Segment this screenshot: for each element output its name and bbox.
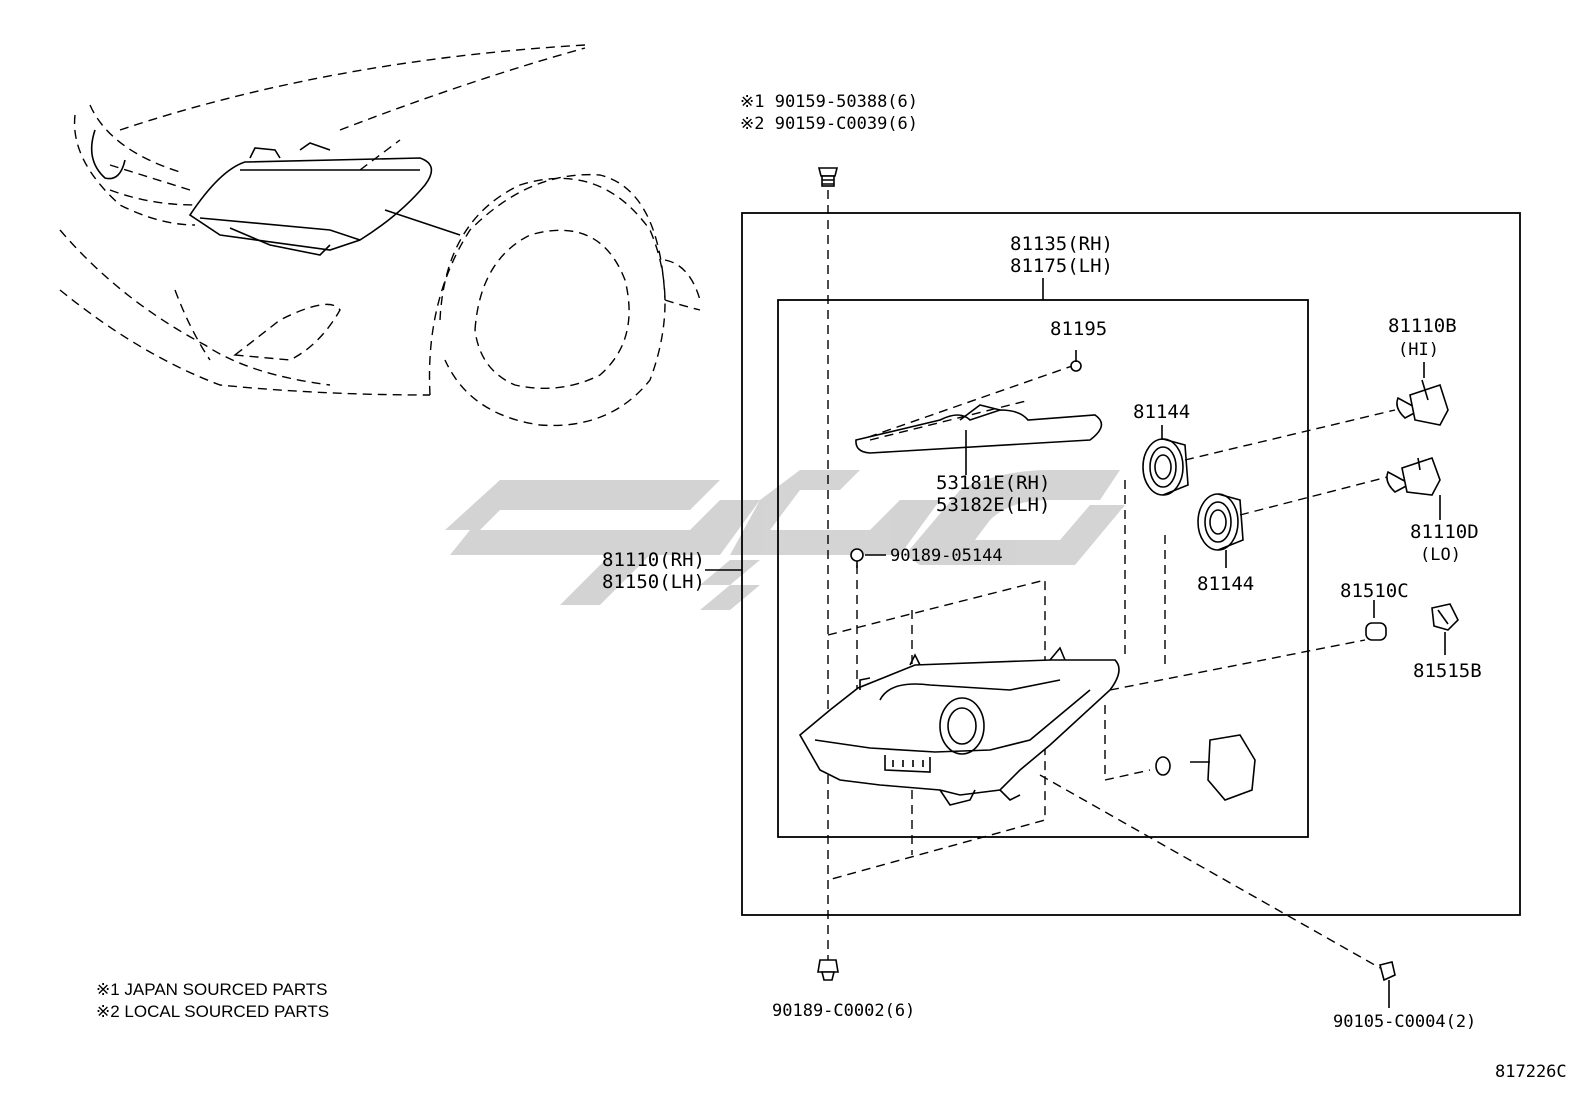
bulb-small-part [1365, 622, 1387, 641]
bolt-right-label: 90105-C0004(2) [1333, 1012, 1476, 1032]
screw-icon [817, 167, 839, 187]
socket-part [1431, 603, 1459, 631]
cover-lh-label: 53182E(LH) [936, 494, 1050, 516]
cap-lower-label: 81144 [1197, 573, 1254, 595]
cap-lower-part [1197, 493, 1244, 551]
screw-mid-label: 90189-05144 [890, 546, 1003, 566]
screw-icon [1070, 350, 1082, 372]
bulb-lo-part-label: 81110D [1410, 521, 1479, 543]
outer-assembly-frame [741, 212, 1521, 916]
cap-upper-label: 81144 [1133, 401, 1190, 423]
cap-upper-part [1142, 438, 1189, 496]
inner-assy-rh-label: 81135(RH) [1010, 233, 1113, 255]
note-local-sourced: ※2 LOCAL SOURCED PARTS [96, 1002, 329, 1021]
vehicle-front-illustration [59, 44, 701, 427]
screw-icon [850, 548, 864, 568]
bulb-hi-part [1396, 379, 1449, 426]
bulb-hi-tag: (HI) [1398, 340, 1439, 360]
fastener-label-jp: ※1 90159-50388(6) [740, 92, 918, 112]
clip-icon [817, 959, 839, 981]
fastener-label-local: ※2 90159-C0039(6) [740, 114, 918, 134]
bulb-lo-part [1386, 456, 1441, 496]
inner-assy-lh-label: 81175(LH) [1010, 255, 1113, 277]
headlamp-cover-part [855, 399, 1103, 454]
outer-assy-lh-label: 81150(LH) [602, 571, 705, 593]
bolt-bottom-label: 90189-C0002(6) [772, 1001, 915, 1021]
leveling-actuator-part [1190, 734, 1256, 801]
bulb-hi-part-label: 81110B [1388, 315, 1457, 337]
screw-81195-label: 81195 [1050, 318, 1107, 340]
note-japan-sourced: ※1 JAPAN SOURCED PARTS [96, 980, 328, 999]
socket-label: 81515B [1413, 660, 1482, 682]
drawing-number: 817226C [1495, 1062, 1567, 1082]
bolt-icon [1379, 961, 1396, 982]
bulb-lo-tag: (LO) [1420, 545, 1461, 565]
watermark-logo [445, 470, 1125, 610]
headlamp-housing-part [798, 646, 1120, 806]
cover-rh-label: 53181E(RH) [936, 472, 1050, 494]
bulb-small-label: 81510C [1340, 580, 1409, 602]
o-ring-part [1155, 756, 1171, 776]
outer-assy-rh-label: 81110(RH) [602, 549, 705, 571]
